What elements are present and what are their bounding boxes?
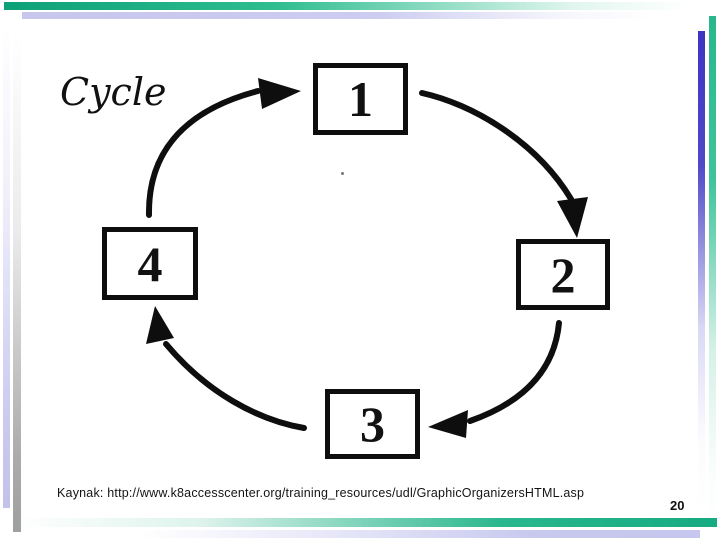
page-number: 20 bbox=[670, 498, 685, 513]
bottom-teal-accent-bar bbox=[0, 518, 717, 527]
source-citation: Kaynak: http://www.k8accesscenter.org/tr… bbox=[57, 486, 585, 500]
left-lavender-accent-bar bbox=[3, 22, 10, 508]
right-indigo-accent-bar bbox=[698, 31, 705, 511]
cycle-node-4-label: 4 bbox=[137, 235, 163, 292]
arrow-3-to-4 bbox=[163, 341, 307, 431]
bottom-lavender-accent-bar bbox=[140, 530, 700, 538]
cycle-node-2: 2 bbox=[516, 239, 610, 310]
cycle-node-2-label: 2 bbox=[550, 246, 576, 303]
cycle-node-1-label: 1 bbox=[348, 71, 373, 127]
diagram-title: Cycle bbox=[60, 70, 167, 114]
cycle-node-3: 3 bbox=[325, 389, 420, 459]
arrowhead-1-to-2-icon bbox=[557, 197, 588, 238]
arrowhead-4-to-1-icon bbox=[258, 78, 301, 109]
arrow-2-to-3 bbox=[467, 320, 562, 424]
scan-speck bbox=[341, 172, 344, 175]
top-teal-accent-bar bbox=[4, 2, 718, 10]
arrowhead-2-to-3-icon bbox=[428, 410, 468, 438]
arrow-1-to-2 bbox=[419, 90, 574, 202]
cycle-node-4: 4 bbox=[102, 227, 198, 300]
arrowhead-3-to-4-icon bbox=[146, 306, 174, 344]
top-lavender-accent-bar bbox=[22, 12, 672, 19]
cycle-node-3-label: 3 bbox=[360, 396, 385, 452]
cycle-node-1: 1 bbox=[313, 63, 408, 135]
right-teal-accent-bar bbox=[709, 16, 716, 528]
left-gray-accent-bar bbox=[13, 34, 21, 532]
